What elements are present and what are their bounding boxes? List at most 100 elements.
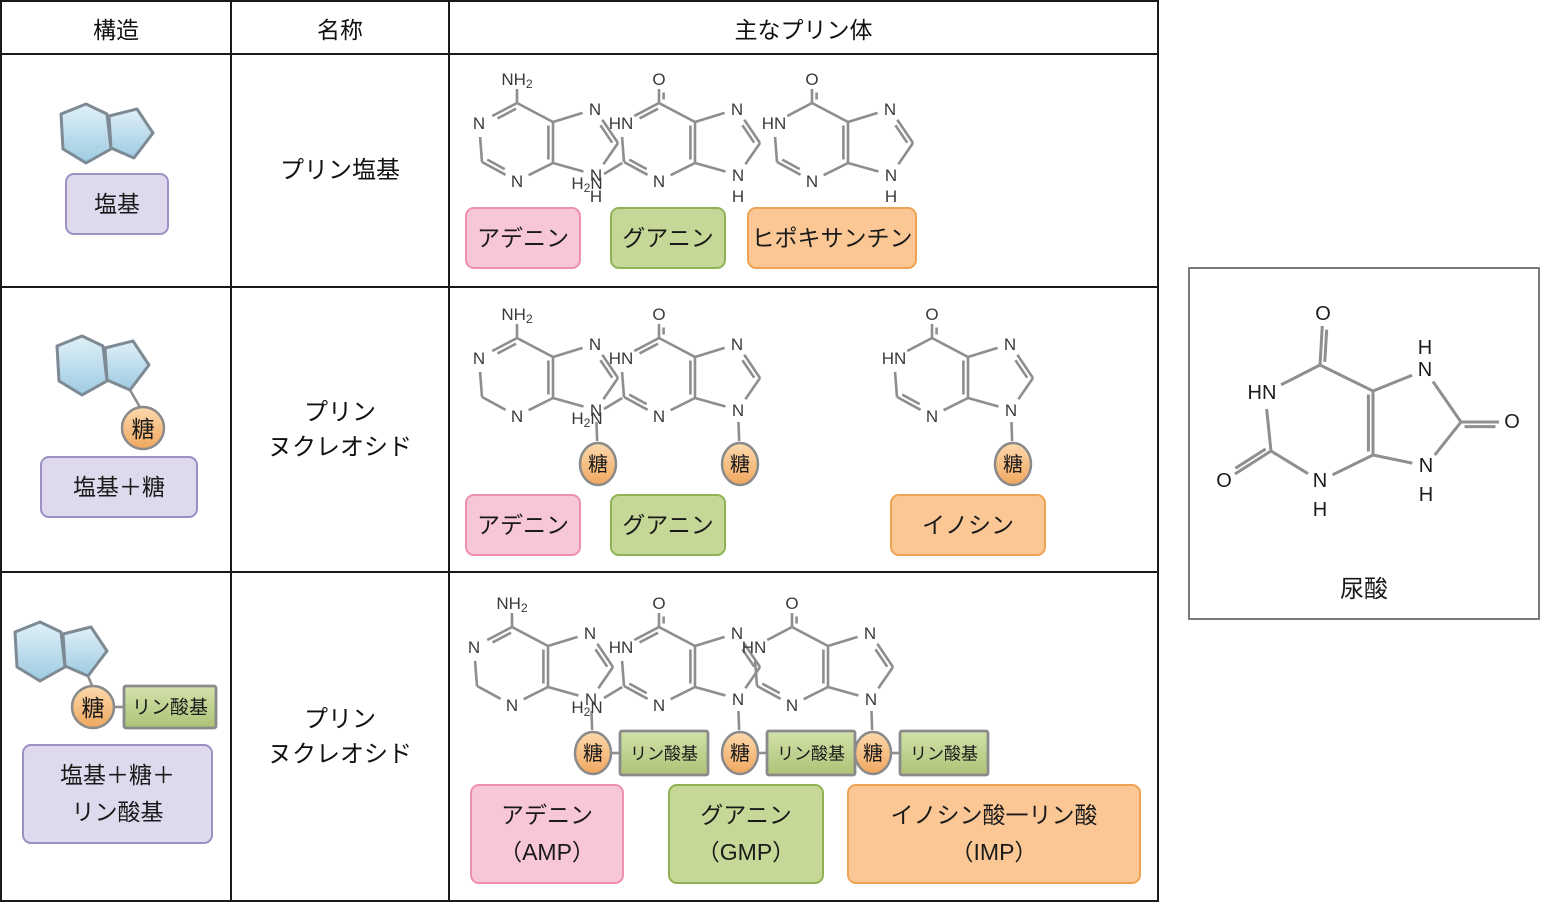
svg-text:HN: HN	[762, 114, 787, 133]
svg-text:N: N	[589, 100, 601, 119]
svg-text:O: O	[785, 594, 798, 613]
svg-text:O: O	[652, 594, 665, 613]
imp-structure: OHNNNN糖リン酸基	[742, 594, 990, 777]
svg-text:リン酸基: リン酸基	[630, 745, 698, 764]
svg-text:N: N	[732, 401, 744, 420]
svg-text:HN: HN	[609, 349, 634, 368]
amp-structure: NH2NNNN糖リン酸基	[468, 594, 710, 777]
svg-text:O: O	[1315, 303, 1331, 325]
svg-text:N: N	[590, 166, 602, 185]
svg-text:O: O	[652, 305, 665, 324]
inosine-label: イノシン	[890, 494, 1046, 556]
svg-text:N: N	[884, 100, 896, 119]
hypoxanthine-label: ヒポキサンチン	[747, 207, 917, 269]
svg-text:リン酸基: リン酸基	[132, 697, 208, 719]
svg-text:糖: 糖	[583, 742, 603, 765]
svg-text:HN: HN	[882, 349, 907, 368]
adenine-label: アデニン	[465, 207, 581, 269]
guanine-label: グアニン	[610, 207, 726, 269]
svg-text:O: O	[805, 70, 818, 89]
amp-label: アデニン （AMP）	[470, 784, 624, 884]
name-cell-row2: プリン ヌクレオシド	[232, 288, 450, 573]
row2-name-line1: プリン	[304, 398, 376, 426]
svg-text:O: O	[925, 305, 938, 324]
svg-text:N: N	[585, 690, 597, 709]
svg-text:H2N: H2N	[571, 174, 602, 196]
svg-text:N: N	[468, 638, 480, 657]
svg-text:N: N	[1005, 401, 1017, 420]
base-sugar-badge-label: 塩基＋糖	[73, 473, 165, 500]
gmp-structure: H2NOHNNNN糖リン酸基	[571, 594, 857, 777]
svg-text:N: N	[865, 690, 877, 709]
svg-text:NH2: NH2	[496, 594, 528, 616]
svg-text:N: N	[1313, 470, 1327, 492]
svg-text:N: N	[511, 172, 523, 191]
svg-text:H: H	[1419, 484, 1433, 506]
imp-label: イノシン酸一リン酸 （IMP）	[847, 784, 1141, 884]
svg-text:H2N: H2N	[571, 409, 602, 431]
svg-text:N: N	[731, 624, 743, 643]
structure-cell-row2: 糖 塩基＋糖	[2, 288, 232, 573]
svg-text:糖: 糖	[132, 416, 155, 442]
svg-text:H: H	[885, 187, 897, 206]
row1-name: プリン塩基	[280, 157, 400, 184]
svg-text:H: H	[1313, 499, 1327, 521]
name-cell-row1: プリン塩基	[232, 55, 450, 288]
svg-text:N: N	[731, 335, 743, 354]
svg-text:H2N: H2N	[571, 698, 602, 720]
gmp-label: グアニン （GMP）	[668, 784, 824, 884]
svg-text:N: N	[926, 407, 938, 426]
base-sugar-icon: 糖	[55, 334, 166, 451]
svg-text:N: N	[590, 401, 602, 420]
guanine-label: グアニン	[610, 494, 726, 556]
svg-text:N: N	[1418, 359, 1432, 381]
svg-text:N: N	[473, 114, 485, 133]
inosine-structure: O HN N N N 糖	[882, 305, 1035, 487]
svg-text:糖: 糖	[588, 453, 608, 476]
header-structure: 構造	[2, 2, 232, 55]
svg-text:N: N	[653, 696, 665, 715]
svg-text:N: N	[731, 100, 743, 119]
svg-text:N: N	[732, 166, 744, 185]
svg-text:N: N	[653, 407, 665, 426]
svg-text:N: N	[653, 172, 665, 191]
row2-name-line2: ヌクレオシド	[268, 433, 412, 461]
svg-text:N: N	[806, 172, 818, 191]
base-badge-label: 塩基	[94, 190, 140, 217]
svg-text:H: H	[590, 187, 602, 206]
svg-text:N: N	[1004, 335, 1016, 354]
svg-text:NH2: NH2	[501, 70, 533, 92]
header-structure-label: 構造	[93, 16, 139, 43]
name-cell-row3: プリン ヌクレオシド	[232, 573, 450, 900]
svg-text:糖: 糖	[1003, 453, 1023, 476]
svg-text:HN: HN	[609, 638, 634, 657]
svg-text:H: H	[1418, 337, 1432, 359]
svg-text:HN: HN	[742, 638, 767, 657]
svg-text:O: O	[1216, 470, 1232, 492]
svg-text:N: N	[506, 696, 518, 715]
svg-text:糖: 糖	[730, 453, 750, 476]
base-sugar-badge: 塩基＋糖	[40, 456, 198, 518]
header-purines-label: 主なプリン体	[734, 16, 873, 43]
svg-text:N: N	[1419, 455, 1433, 477]
svg-text:NH2: NH2	[501, 305, 533, 327]
svg-text:H: H	[732, 187, 744, 206]
header-name-label: 名称	[317, 16, 363, 43]
svg-text:N: N	[864, 624, 876, 643]
svg-text:N: N	[584, 624, 596, 643]
svg-text:N: N	[473, 349, 485, 368]
svg-text:糖: 糖	[730, 742, 750, 765]
svg-text:糖: 糖	[82, 695, 105, 721]
base-sugar-phosphate-icon: 糖 リン酸基	[13, 620, 218, 730]
svg-text:リン酸基: リン酸基	[910, 745, 978, 764]
svg-text:N: N	[589, 335, 601, 354]
